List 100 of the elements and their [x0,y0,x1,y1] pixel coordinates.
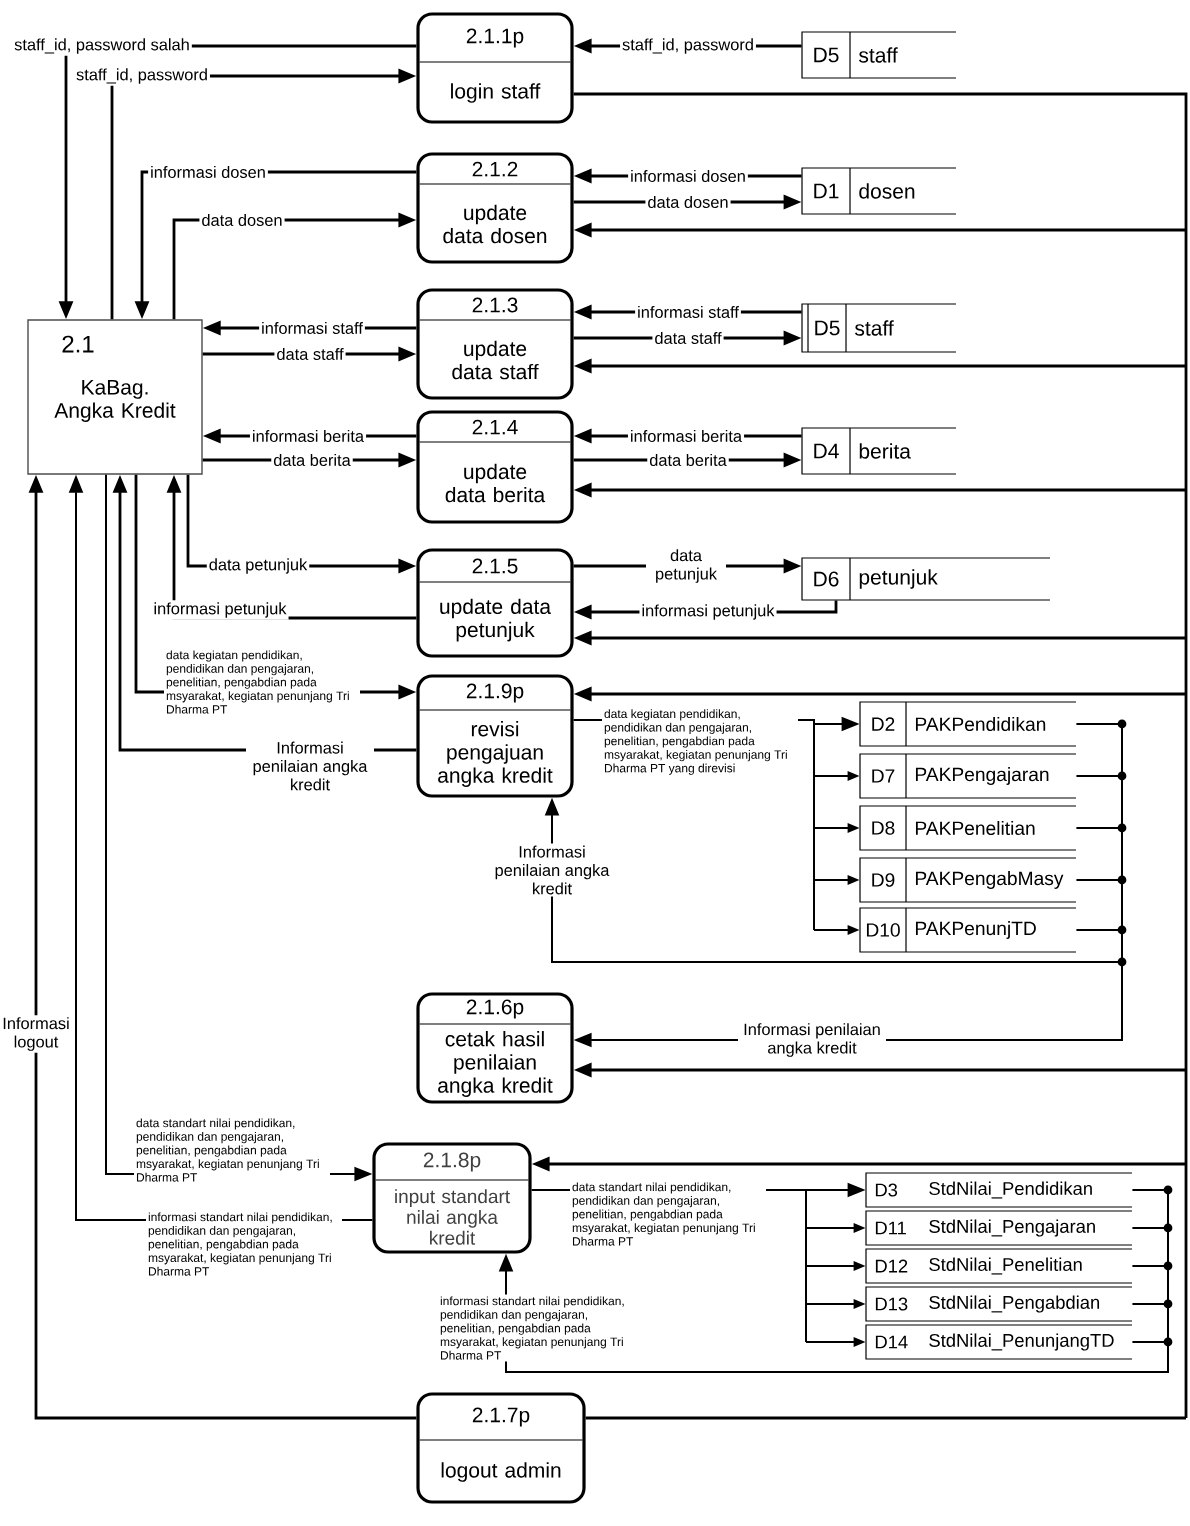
data-flow-line [1075,879,1123,881]
data-store [859,753,1077,799]
store-name: berita [859,443,911,459]
data-store [801,303,957,353]
data-store [865,1172,1133,1208]
process-number: 2.1.5 [472,558,518,574]
store-id: D5 [814,47,839,63]
process-number: 2.1.9p [466,683,524,703]
process-box [416,674,574,798]
data-store [865,1324,1133,1360]
data-store [865,1248,1133,1284]
process-label: cetak hasil penilaian angka kredit [438,1031,553,1097]
data-flow-line [573,92,1188,1418]
flow-label: data dosen [645,194,731,211]
store-id: D5 [815,320,840,336]
process-label: update data petunjuk [440,598,551,642]
store-name: staff [859,47,898,63]
flow-label: informasi petunjuk [639,602,777,622]
store-id: D14 [875,1335,908,1349]
process-label: update data dosen [443,204,547,244]
external-entity [27,319,203,475]
flow-label: Informasi penilaian angka kredit [738,1021,886,1059]
data-flow-line [1075,827,1123,829]
flow-label: data berita [271,452,353,469]
data-flow-line [585,1416,1186,1420]
process-label: logout admin [441,1462,561,1482]
process-number: 2.1.7p [472,1407,530,1427]
store-id: D11 [875,1221,906,1235]
store-name: StdNilai_Pendidikan [929,1181,1092,1199]
store-id: D12 [875,1259,908,1273]
flow-label: informasi dosen [148,164,268,181]
process-box [416,992,574,1104]
data-store [859,805,1077,851]
flow-label: data staff [652,330,724,347]
data-flow-line [1131,1303,1169,1305]
data-flow-line [1131,1341,1169,1343]
process-label: revisi pengajuan angka kredit [438,721,553,787]
process-box [416,548,574,658]
store-name: dosen [859,183,915,199]
store-name: PAKPengajaran [916,767,1049,785]
store-name: PAKPendidikan [916,717,1046,732]
flow-label: informasi berita [249,428,367,445]
data-store [859,857,1077,903]
flow-label: Informasi penilaian angka kredit [246,739,374,793]
process-number: 2.1.1p [466,28,524,48]
flow-label: data dosen [199,212,285,229]
store-name: PAKPengabMasy [916,871,1064,889]
store-name: staff [855,320,894,336]
flow-label: staff_id, password [74,66,210,86]
process-number: 2.1.4 [472,419,518,435]
process-number: 2.1.6p [466,999,524,1019]
flow-label: informasi dosen [628,168,748,185]
flow-label: data berita [647,452,729,469]
process-number: 2.1.2 [472,161,518,177]
store-id: D9 [872,873,895,887]
store-name: StdNilai_Pengabdian [929,1295,1100,1313]
data-flow-line [1131,1265,1169,1267]
data-store [859,907,1077,953]
data-store [859,701,1077,747]
data-flow-line [1075,775,1123,777]
process-box [416,1392,586,1504]
flow-label: informasi staff [635,304,741,321]
entity-name: KaBag. Angka Kredit [54,380,176,422]
process-label: input standart nilai angka kredit [395,1189,510,1245]
data-flow-arrow [498,1189,1169,1373]
data-flow-line [1131,1227,1169,1229]
entity-number: 2.1 [62,335,94,353]
process-box [372,1142,532,1254]
process-box [416,410,574,524]
data-store [801,427,957,475]
process-label: update data staff [452,340,539,380]
store-id: D13 [875,1297,908,1311]
data-flow-line [1075,929,1123,931]
store-id: D4 [814,443,839,459]
data-store [801,167,957,215]
store-name: petunjuk [859,569,938,589]
process-number: 2.1.3 [472,297,518,313]
store-id: D8 [872,821,895,835]
data-store [801,31,957,79]
process-box [416,288,574,400]
flow-label: data petunjuk [646,547,726,585]
process-label: login staff [451,83,541,103]
store-name: StdNilai_Pengajaran [929,1219,1095,1237]
process-box [416,152,574,264]
store-id: D3 [875,1183,898,1197]
flow-label: staff_id, password [620,36,756,56]
data-flow-line [1131,1189,1169,1191]
store-id: D7 [872,769,895,783]
data-flow-line [1075,723,1123,725]
data-flow-line [1121,723,1123,963]
flow-label: Informasi penilaian angka kredit [488,843,616,897]
store-id: D6 [814,571,839,587]
data-store [865,1286,1133,1322]
process-box [416,12,574,124]
process-number: 2.1.8p [423,1152,481,1172]
data-store [865,1210,1133,1246]
flow-label: informasi staff [259,320,365,337]
store-id: D10 [866,923,900,937]
process-label: update data berita [445,463,546,503]
flow-label: data petunjuk [206,556,310,576]
